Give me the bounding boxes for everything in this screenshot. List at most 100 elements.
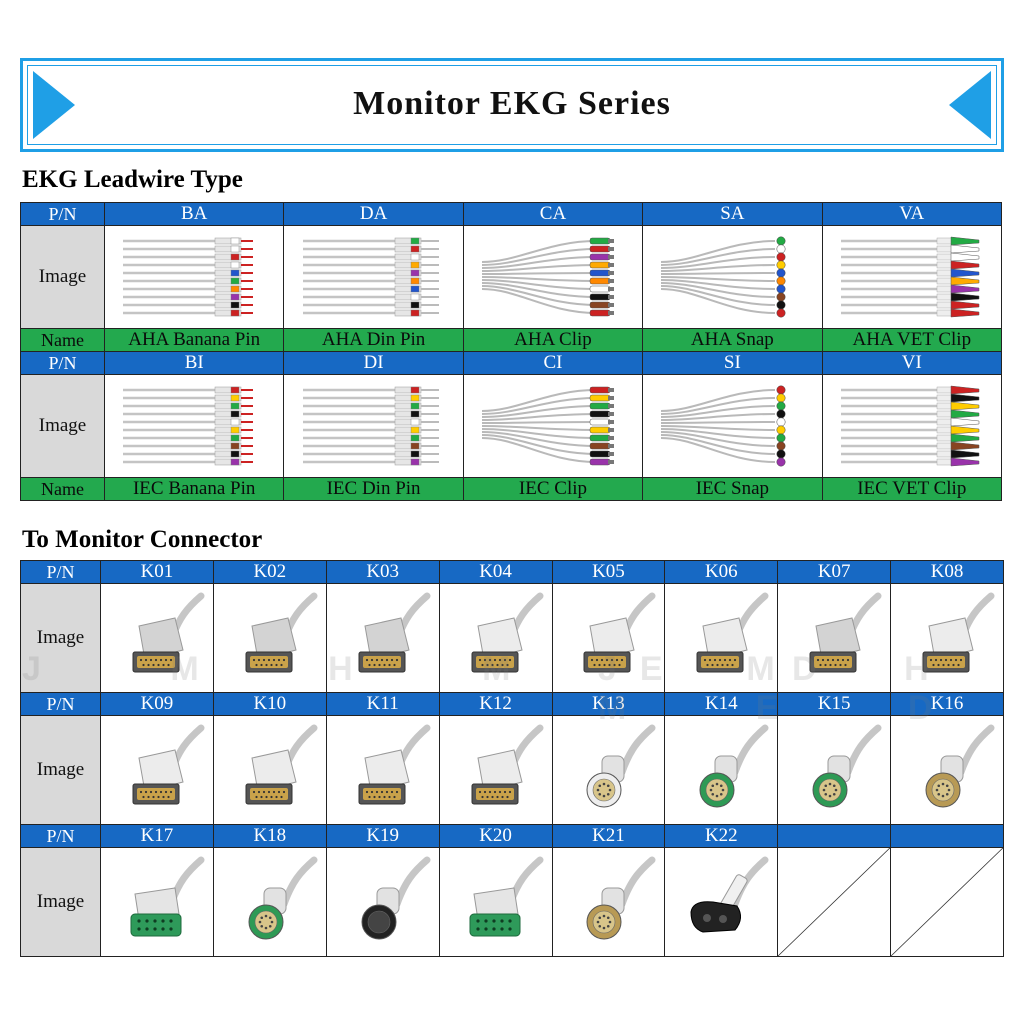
name-label: Name	[20, 328, 105, 352]
banner-left-arrow-icon	[33, 71, 75, 139]
connector-photo	[132, 724, 205, 805]
connector-pn-cell: K11	[325, 692, 440, 716]
connector-image-row: Image	[20, 715, 1004, 825]
connector-pn-cell: K12	[438, 692, 553, 716]
leadwire-name-cell: AHA VET Clip	[821, 328, 1003, 352]
connector-image-cell	[664, 715, 779, 825]
leadwire-section-title: EKG Leadwire Type	[22, 166, 243, 193]
connector-image-cell	[551, 847, 666, 957]
connector-photo	[132, 592, 205, 673]
leadwire-name-cell: IEC VET Clip	[821, 477, 1003, 501]
connector-image-cell	[212, 583, 327, 693]
leadwire-pn-cell: SA	[642, 202, 823, 226]
connector-pn-cell: K04	[438, 560, 553, 584]
connector-image-cell	[212, 847, 327, 957]
banner-right-arrow-icon	[949, 71, 991, 139]
connector-pn-cell: K14	[664, 692, 779, 716]
diagonal-slash-icon	[891, 848, 1003, 956]
banner-inner-border	[27, 65, 997, 145]
leadwire-name-cell: IEC Din Pin	[283, 477, 464, 501]
leadwire-pn-cell: BI	[103, 351, 285, 375]
leadwire-pn-cell: VI	[821, 351, 1003, 375]
connector-pn-cell: K05	[551, 560, 666, 584]
connector-pn-cell: K03	[325, 560, 440, 584]
connector-pn-cell: K13	[551, 692, 666, 716]
connector-image-cell	[438, 715, 553, 825]
watermark-right: J M H M E D	[598, 650, 993, 727]
page-title: Monitor EKG Series	[353, 85, 671, 122]
connector-image-cell	[325, 583, 440, 693]
connector-pn-cell: K06	[664, 560, 779, 584]
connector-pn-cell: K22	[664, 824, 779, 848]
connector-image-cell	[100, 715, 214, 825]
leadwire-photo	[302, 386, 439, 466]
pn-label: P/N	[20, 351, 105, 375]
connector-pn-cell: K10	[212, 692, 327, 716]
leadwire-image-cell	[283, 374, 464, 478]
connector-pn-cell: K02	[212, 560, 327, 584]
connector-image-cell	[777, 715, 892, 825]
connector-photo	[471, 592, 544, 673]
connector-pn-cell: K16	[890, 692, 1004, 716]
pn-label: P/N	[20, 692, 101, 716]
leadwire-image-row: Image	[20, 225, 1003, 329]
connector-photo	[583, 592, 656, 673]
image-label: Image	[20, 374, 105, 478]
leadwire-image-cell	[642, 225, 823, 329]
connector-pn-cell: K07	[777, 560, 892, 584]
connector-image-row: Image	[20, 847, 1004, 957]
leadwire-pn-cell: DI	[283, 351, 464, 375]
leadwire-photo	[123, 237, 254, 317]
connector-image-cell	[664, 847, 779, 957]
leadwire-image-cell	[103, 374, 285, 478]
pn-label: P/N	[20, 202, 105, 226]
leadwire-image-cell	[821, 374, 1003, 478]
connector-image-cell	[100, 847, 214, 957]
leadwire-image-cell	[642, 374, 823, 478]
connector-photo	[696, 592, 769, 673]
image-label: Image	[20, 715, 101, 825]
connector-photo	[361, 856, 431, 940]
connector-pn-cell: K01	[100, 560, 214, 584]
connector-section-title: To Monitor Connector	[22, 526, 263, 553]
connector-pn-cell: K18	[212, 824, 327, 848]
connector-image-cell	[325, 847, 440, 957]
connector-photo	[699, 724, 769, 808]
leadwire-name-cell: IEC Snap	[642, 477, 823, 501]
connector-image-cell	[438, 847, 553, 957]
diagonal-slash-icon	[778, 848, 890, 956]
connector-pn-cell	[777, 824, 892, 848]
image-label: Image	[20, 225, 105, 329]
leadwire-name-cell: AHA Snap	[642, 328, 823, 352]
leadwire-name-cell: IEC Banana Pin	[103, 477, 285, 501]
watermark-left: J M H M E D	[22, 650, 877, 688]
connector-image-cell	[438, 583, 553, 693]
connector-image-cell	[664, 583, 779, 693]
connector-pn-cell: K21	[551, 824, 666, 848]
connector-photo	[809, 592, 882, 673]
pn-label: P/N	[20, 560, 101, 584]
connector-photo	[245, 592, 318, 673]
empty-cell	[890, 847, 1004, 957]
leadwire-photo	[840, 385, 980, 467]
leadwire-pn-cell: SI	[642, 351, 823, 375]
image-label: Image	[20, 847, 101, 957]
connector-image-cell	[890, 583, 1004, 693]
connector-photo	[586, 724, 656, 808]
leadwire-image-cell	[462, 225, 644, 329]
connector-photo	[925, 724, 995, 808]
leadwire-image-cell	[103, 225, 285, 329]
connector-photo	[245, 724, 318, 805]
leadwire-image-cell	[283, 225, 464, 329]
pn-label: P/N	[20, 824, 101, 848]
connector-pn-cell: K19	[325, 824, 440, 848]
connector-image-cell	[551, 583, 666, 693]
leadwire-image-row: Image	[20, 374, 1003, 478]
